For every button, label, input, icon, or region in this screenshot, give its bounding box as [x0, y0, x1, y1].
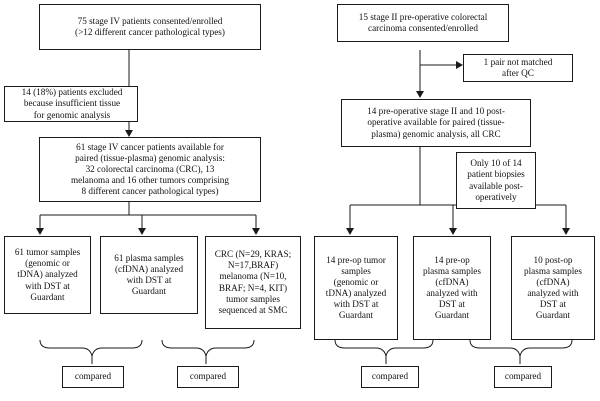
box-compared-left-1-text: compared — [74, 371, 112, 382]
box-compared-right-2-text: compared — [504, 371, 542, 382]
arrowhead — [125, 130, 133, 137]
box-excluded: 14 (18%) patients excluded because insuf… — [5, 86, 139, 122]
box-enrolled-stage2-text: 15 stage II pre-operative colorectal car… — [358, 11, 488, 33]
box-compared-right-1-text: compared — [371, 371, 409, 382]
box-plasma-samples: 61 plasma samples (cfDNA) analyzed with … — [100, 236, 198, 314]
box-compared-right-2: compared — [494, 366, 552, 388]
box-available-stage4-text: 61 stage IV cancer patients available fo… — [71, 141, 229, 197]
brace-compare-1 — [39, 339, 143, 357]
box-compared-left-2: compared — [177, 366, 239, 388]
box-tumor-samples-text: 61 tumor samples (genomic or tDNA) analy… — [14, 247, 81, 302]
box-available-stage4: 61 stage IV cancer patients available fo… — [39, 137, 261, 202]
arrowhead — [449, 228, 457, 235]
arrowhead — [252, 228, 260, 235]
brace-r-compare-2 — [469, 339, 573, 357]
box-compared-right-1: compared — [361, 366, 419, 388]
box-enrolled-stage2: 15 stage II pre-operative colorectal car… — [337, 4, 509, 42]
box-enrolled-stage4: 75 stage IV patients consented/enrolled … — [39, 4, 261, 50]
box-excluded-text: 14 (18%) patients excluded because insuf… — [21, 87, 123, 120]
box-tumor-samples: 61 tumor samples (genomic or tDNA) analy… — [4, 236, 91, 314]
box-preop-plasma: 14 pre-op plasma samples (cfDNA) analyze… — [413, 236, 491, 340]
box-smc-samples-text: CRC (N=29, KRAS; N=17,BRAF) melanoma (N=… — [214, 249, 292, 315]
box-plasma-samples-text: 61 plasma samples (cfDNA) analyzed with … — [114, 252, 184, 297]
box-not-matched-text: 1 pair not matched after QC — [483, 56, 553, 78]
box-available-stage2: 14 pre-operative stage II and 10 post- o… — [341, 99, 531, 147]
box-postop-plasma: 10 post-op plasma samples (cfDNA) analyz… — [511, 236, 595, 340]
arrowhead — [456, 61, 463, 69]
arrowhead — [416, 91, 424, 98]
box-post-op-note-text: Only 10 of 14 patient biopsies available… — [467, 158, 525, 202]
box-available-stage2-text: 14 pre-operative stage II and 10 post- o… — [367, 106, 505, 139]
box-preop-tumor-text: 14 pre-op tumor samples (genomic or tDNA… — [325, 254, 387, 321]
brace-compare-2 — [161, 339, 255, 357]
box-not-matched: 1 pair not matched after QC — [463, 54, 573, 82]
box-preop-plasma-text: 14 pre-op plasma samples (cfDNA) analyze… — [423, 254, 481, 321]
arrowhead — [346, 228, 354, 235]
arrowhead — [562, 228, 570, 235]
box-smc-samples: CRC (N=29, KRAS; N=17,BRAF) melanoma (N=… — [205, 236, 301, 329]
arrowhead — [138, 228, 146, 235]
box-postop-plasma-text: 10 post-op plasma samples (cfDNA) analyz… — [524, 254, 582, 321]
box-preop-tumor: 14 pre-op tumor samples (genomic or tDNA… — [314, 236, 398, 340]
box-compared-left-2-text: compared — [189, 371, 227, 382]
box-compared-left-1: compared — [62, 366, 124, 388]
brace-r-compare-1 — [334, 339, 434, 357]
box-enrolled-stage4-text: 75 stage IV patients consented/enrolled … — [75, 15, 225, 37]
box-post-op-note: Only 10 of 14 patient biopsies available… — [456, 152, 536, 209]
arrowhead — [36, 228, 44, 235]
